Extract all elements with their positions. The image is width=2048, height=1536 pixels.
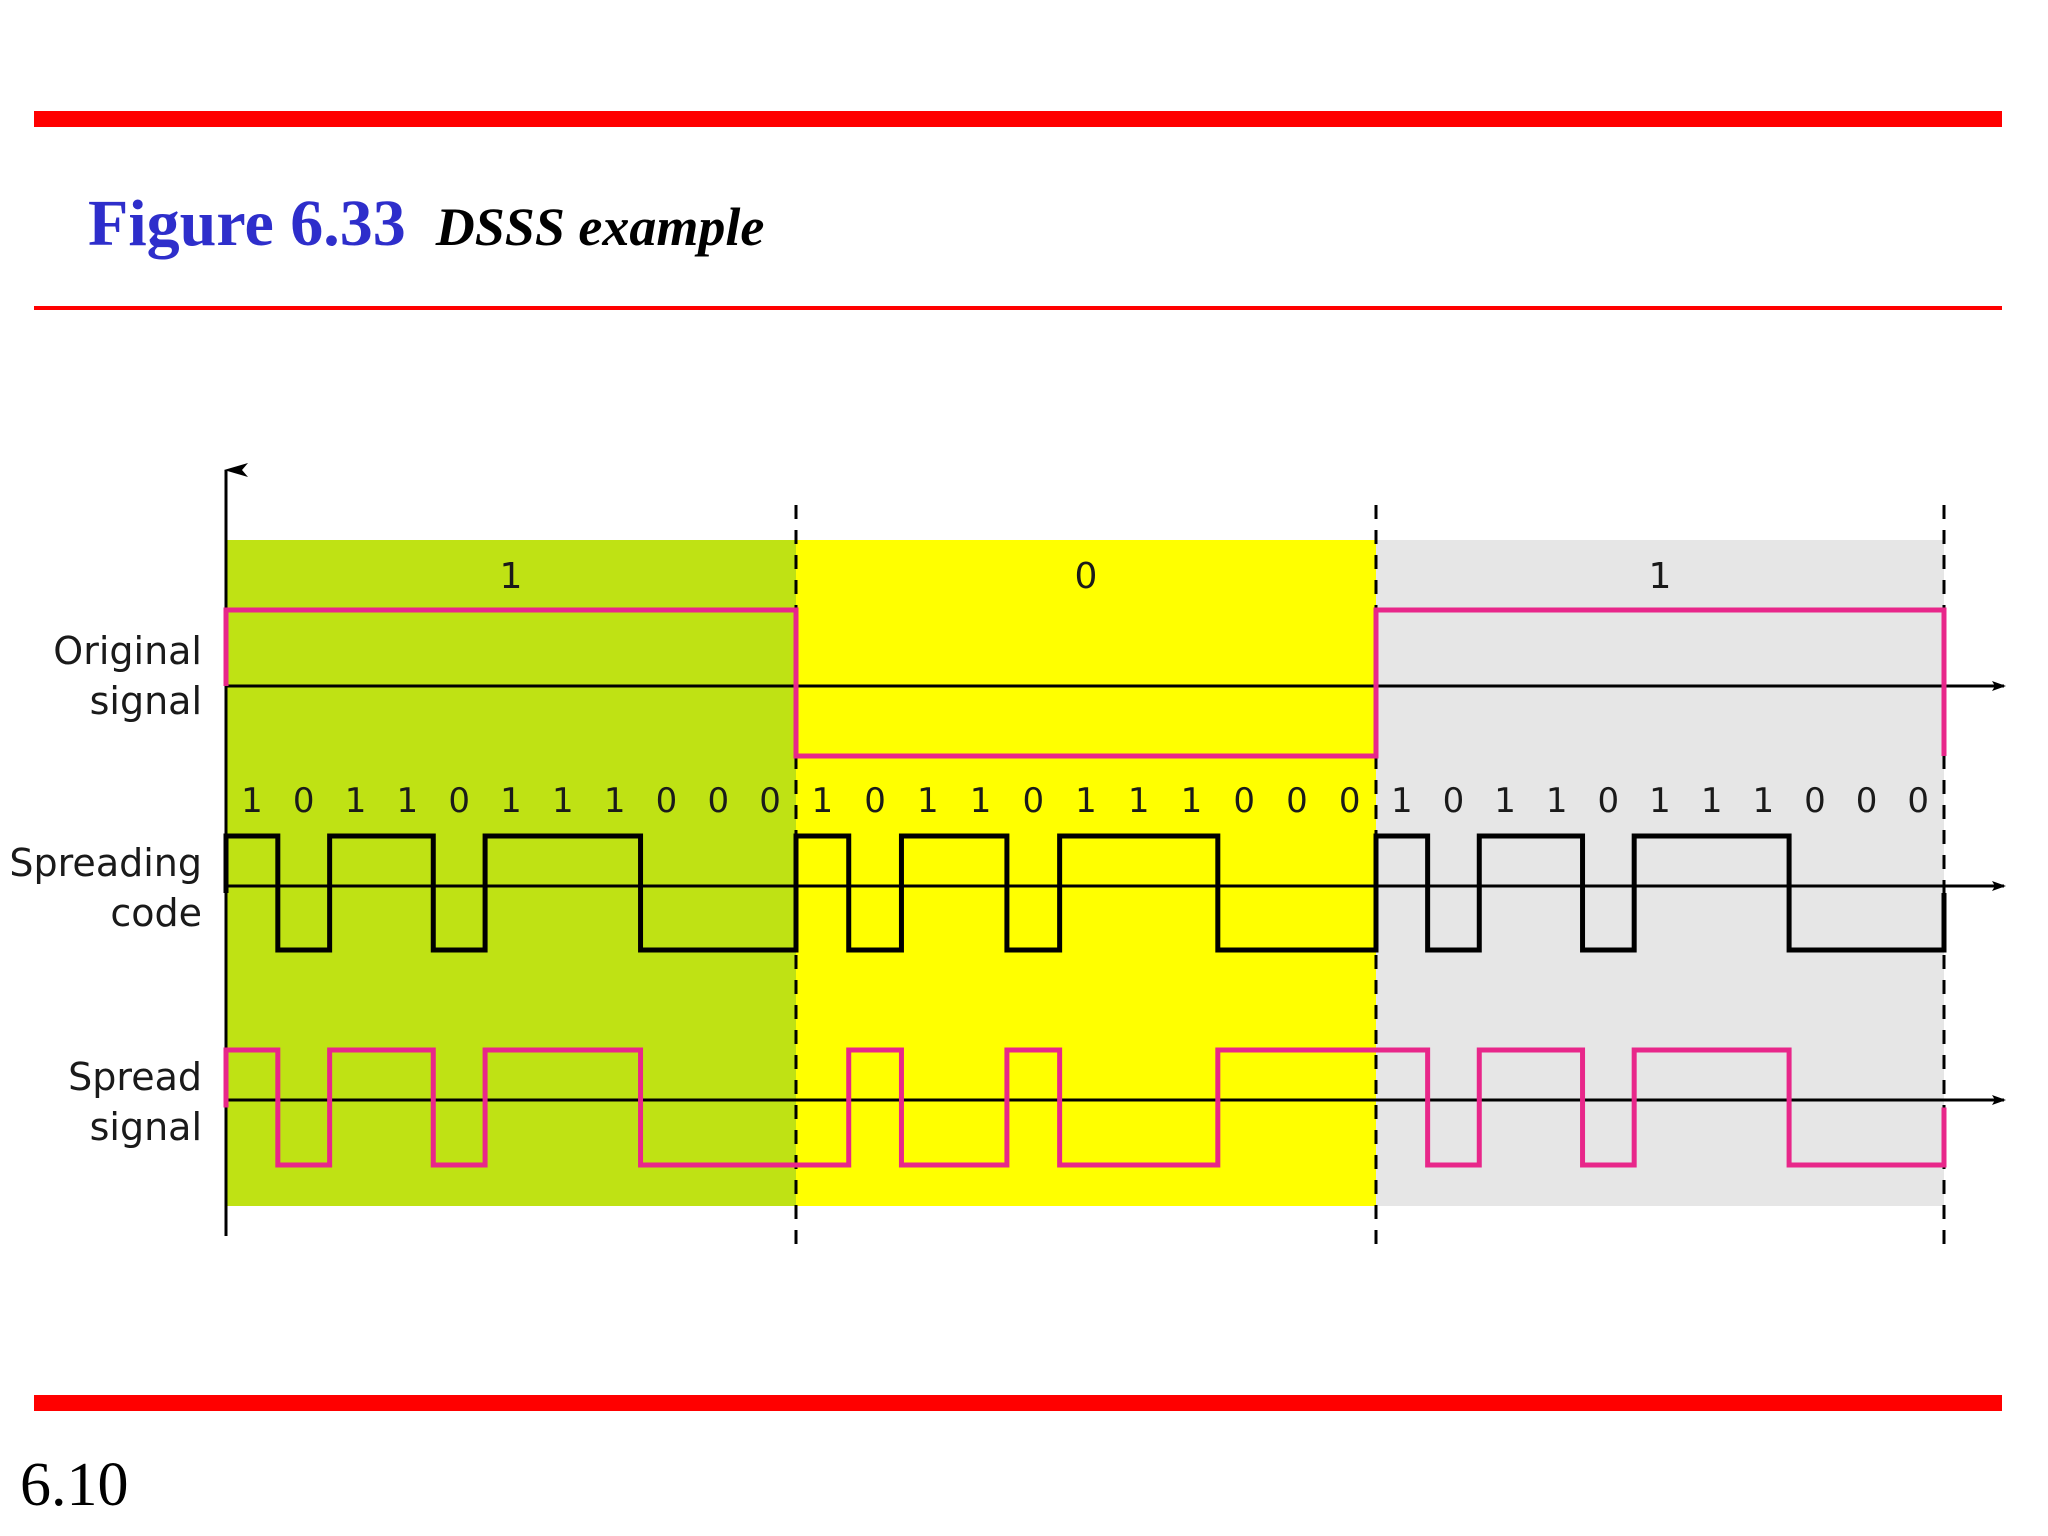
spreading-code-waveform	[223, 833, 1947, 953]
data-bit-label: 1	[500, 556, 523, 597]
chip-label: 0	[656, 781, 678, 821]
figure-number: Figure 6.33	[88, 187, 406, 260]
chip-label: 1	[241, 781, 263, 821]
chip-label: 1	[1128, 781, 1150, 821]
chip-label: 1	[1181, 781, 1203, 821]
figure-title: Figure 6.33 DSSS example	[88, 186, 764, 262]
spreading-row-label: Spreading	[9, 841, 202, 885]
bit-period-background	[796, 540, 1376, 1206]
bottom-rule	[34, 1395, 2002, 1411]
chip-label: 0	[1443, 781, 1465, 821]
spread-signal-waveform	[223, 1047, 1947, 1168]
spreading-row-label: code	[110, 891, 202, 935]
chip-label: 0	[1598, 781, 1620, 821]
chip-label: 0	[1907, 781, 1929, 821]
title-underline-rule	[34, 306, 2002, 310]
chip-label: 1	[1494, 781, 1516, 821]
original-row-label: signal	[90, 679, 202, 723]
chip-label: 0	[293, 781, 315, 821]
figure-caption: DSSS example	[435, 197, 765, 257]
bit-period-background	[226, 540, 796, 1206]
chip-label: 1	[345, 781, 367, 821]
chip-label: 1	[552, 781, 574, 821]
chip-label: 1	[970, 781, 992, 821]
chip-label: 0	[1856, 781, 1878, 821]
chip-label: 1	[500, 781, 522, 821]
chip-label: 1	[1075, 781, 1097, 821]
original-signal-waveform	[223, 607, 1947, 759]
chip-label: 1	[604, 781, 626, 821]
waveforms	[223, 607, 1947, 1168]
chip-label: 0	[759, 781, 781, 821]
data-bit-label: 0	[1075, 556, 1098, 597]
chip-label: 0	[864, 781, 886, 821]
chip-label: 1	[1701, 781, 1723, 821]
chip-label: 1	[812, 781, 834, 821]
original-row-label: Original	[53, 629, 202, 673]
page-number: 6.10	[20, 1451, 129, 1519]
chip-label: 1	[917, 781, 939, 821]
chip-label: 1	[1649, 781, 1671, 821]
bit-period-backgrounds	[226, 540, 1944, 1206]
data-bit-label: 1	[1649, 556, 1672, 597]
chip-label: 0	[1339, 781, 1361, 821]
top-rule	[34, 111, 2002, 127]
chip-label: 1	[1546, 781, 1568, 821]
chip-label: 1	[1752, 781, 1774, 821]
chip-label: 0	[1804, 781, 1826, 821]
chip-label: 1	[397, 781, 419, 821]
spread-row-label: Spread	[68, 1055, 202, 1099]
chip-label: 0	[1286, 781, 1308, 821]
chip-label: 0	[448, 781, 470, 821]
chip-label: 0	[1233, 781, 1255, 821]
chip-label: 1	[1391, 781, 1413, 821]
spread-row-label: signal	[90, 1105, 202, 1149]
bit-period-background	[1376, 540, 1944, 1206]
chip-label: 0	[707, 781, 729, 821]
chip-label: 0	[1022, 781, 1044, 821]
